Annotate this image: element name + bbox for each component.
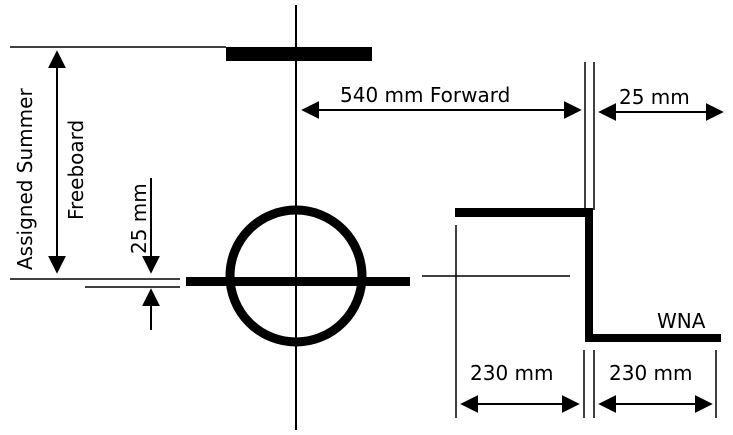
forward-distance-label: 540 mm Forward [340,83,510,107]
line-offset-label: 25 mm [619,85,690,109]
summer-load-line [186,277,410,286]
width-right-label: 230 mm [609,361,693,385]
freeboard-label: Freeboard [64,120,88,220]
wna-line [585,334,721,342]
mark-offset-label: 25 mm [127,183,151,254]
wna-label: WNA [657,309,706,333]
step-vertical [585,208,593,342]
upper-step-line [455,208,589,217]
deck-line [226,47,372,61]
load-line-ring [225,205,367,347]
assigned-summer-label: Assigned Summer [13,88,37,270]
width-left-label: 230 mm [470,361,554,385]
